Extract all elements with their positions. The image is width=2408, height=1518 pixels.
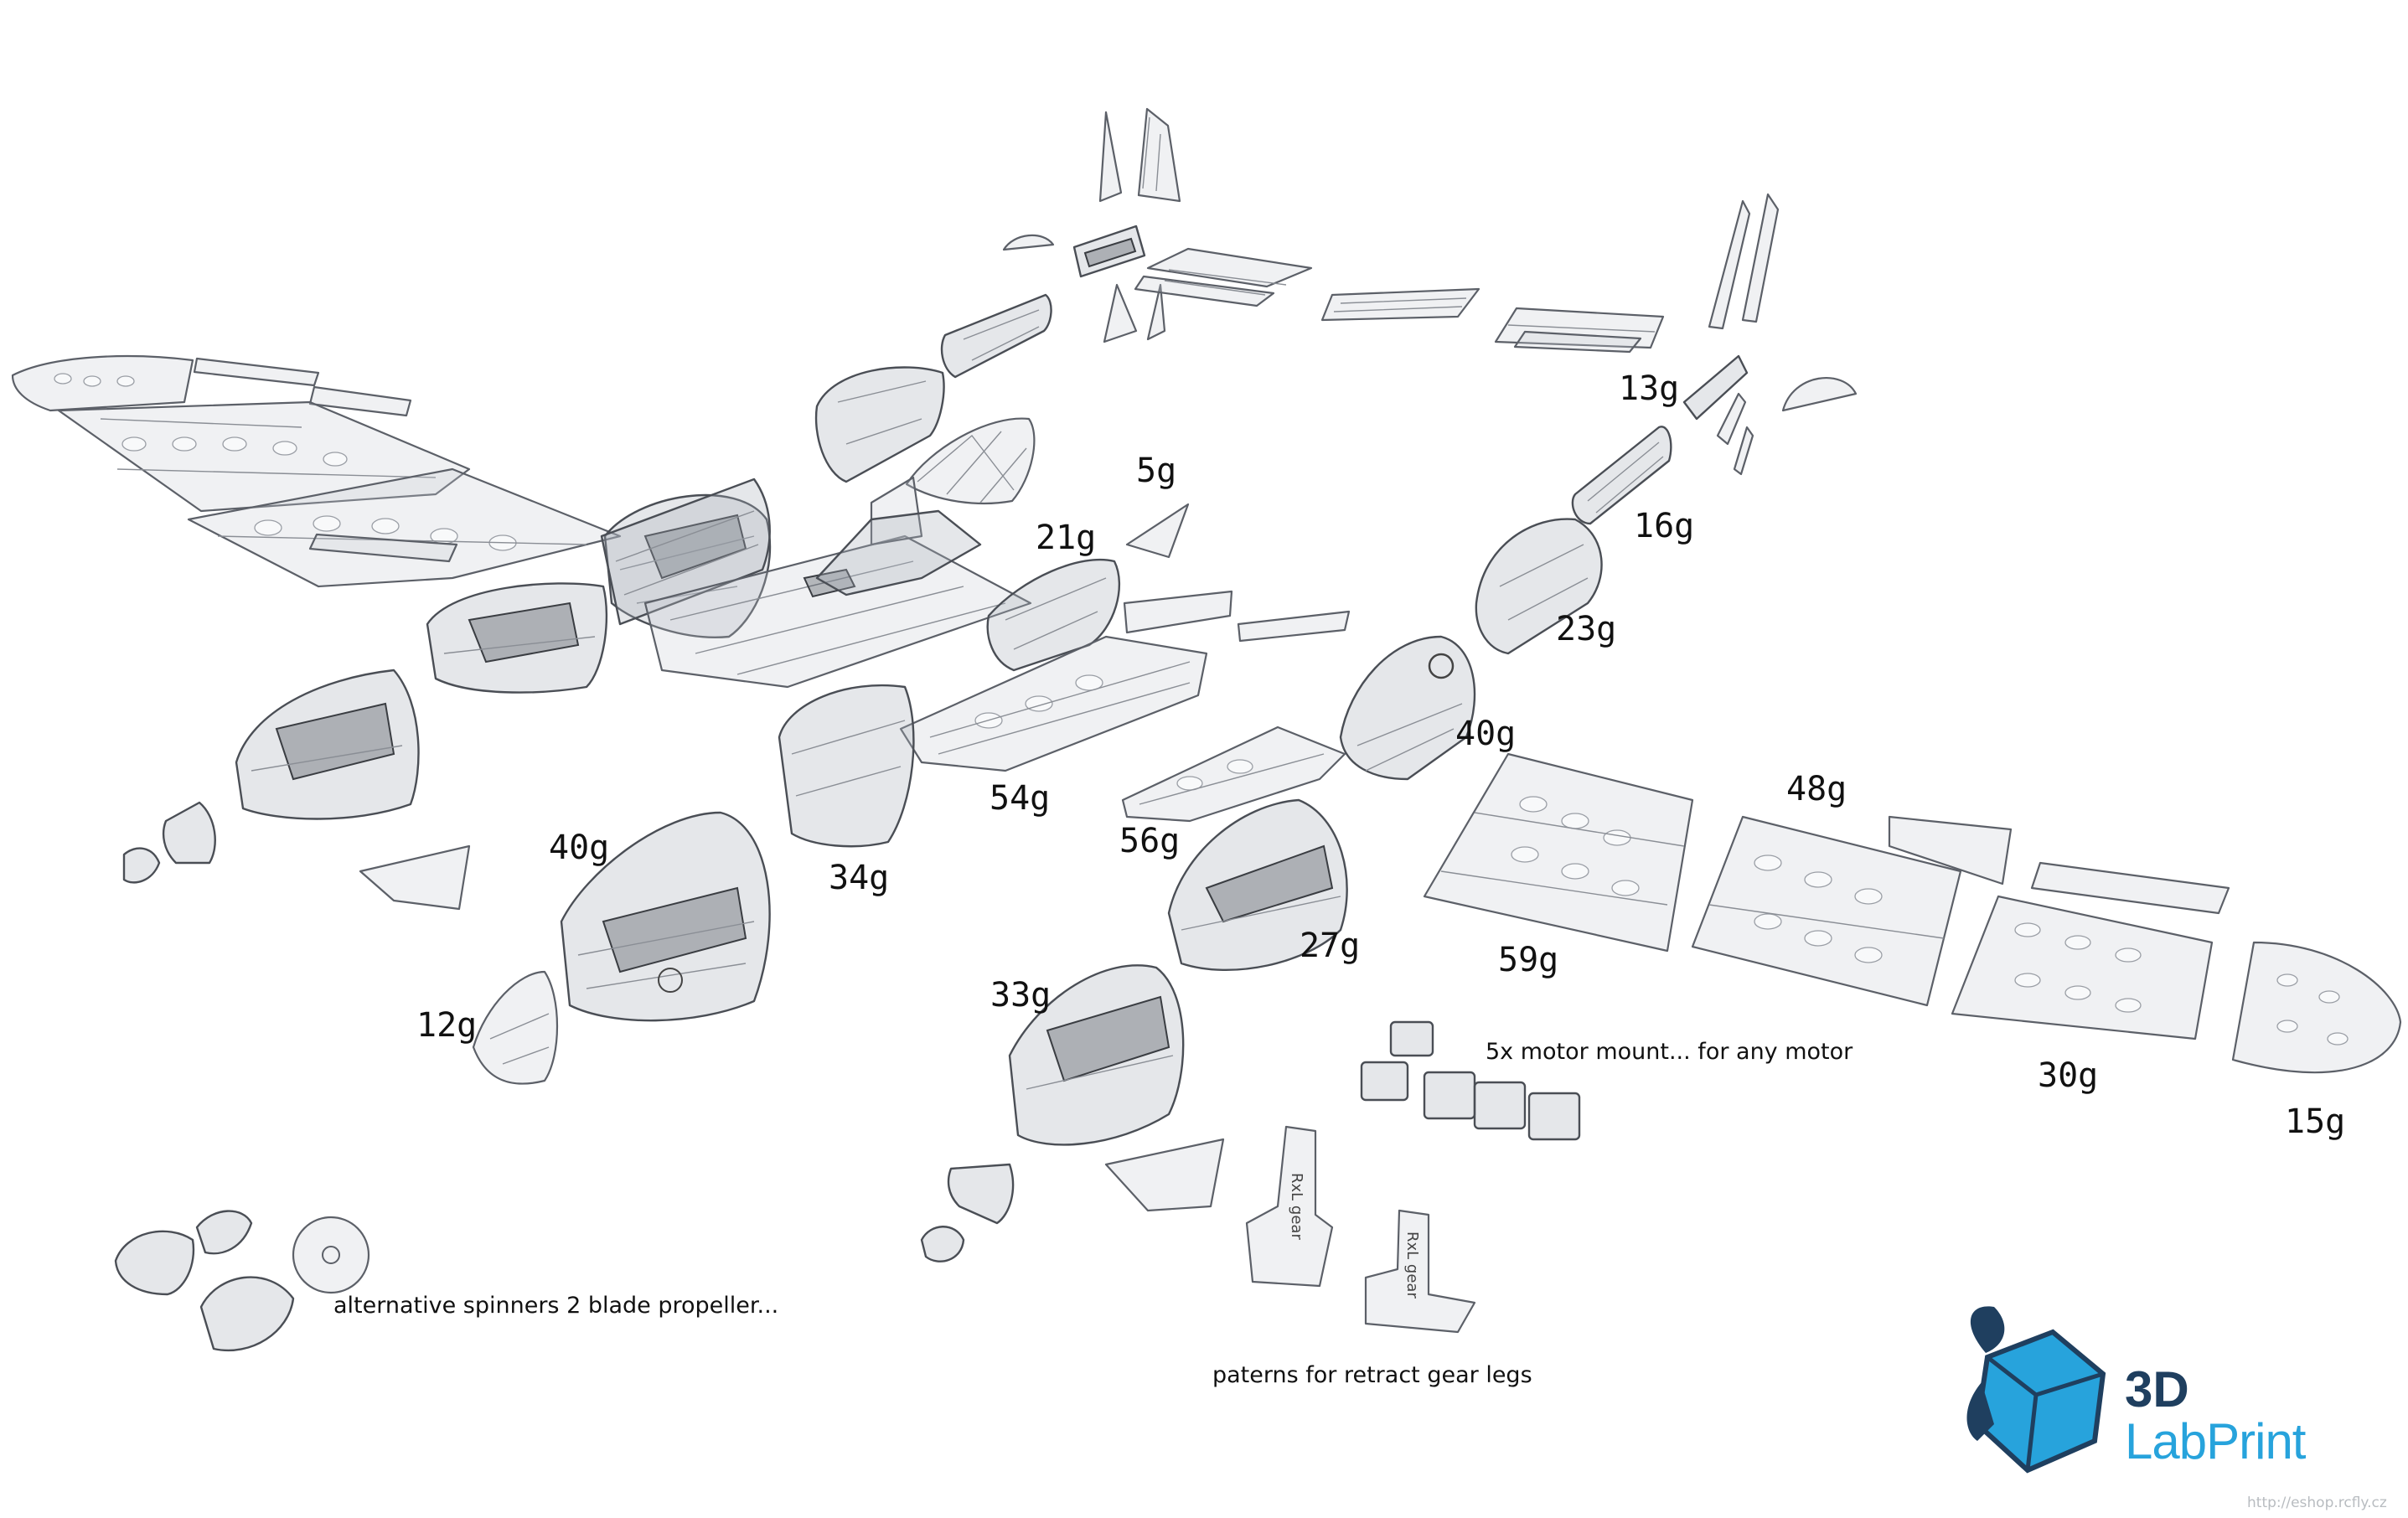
left-nacelle-front [235, 669, 420, 820]
left-spinner-12g [472, 970, 559, 1085]
svg-text:RxL gear: RxL gear [1403, 1231, 1421, 1299]
right-inner-wing-59g [1423, 752, 1694, 953]
gear-leg-pattern-right: RxL gear [1364, 1209, 1476, 1334]
right-nacelle-40g [1339, 635, 1476, 781]
left-aileron-pieces [193, 357, 412, 417]
weight-label-59g: 59g [1498, 941, 1559, 979]
watermark-url: http://eshop.rcfly.cz [2247, 1495, 2387, 1511]
motor-mounts [1360, 1020, 1581, 1141]
weight-label-48g: 48g [1786, 770, 1847, 808]
caption-alternative-spinners: alternative spinners 2 blade propeller..… [333, 1293, 779, 1319]
right-spinner [920, 1163, 1015, 1262]
weight-label-54g: 54g [990, 779, 1051, 818]
left-mid-wing-panel [187, 467, 622, 588]
horizontal-stab-right-parts [1320, 287, 1665, 354]
weight-label-56g: 56g [1119, 822, 1181, 860]
left-fuselage-mid [600, 478, 771, 626]
weight-label-15g: 15g [2285, 1102, 2346, 1141]
dorsal-piece-5g [1125, 503, 1190, 559]
left-fuselage-rear-section [814, 366, 945, 483]
weight-label-16g: 16g [1634, 507, 1695, 545]
svg-text:RxL gear: RxL gear [1288, 1173, 1305, 1240]
vertical-fin-left-pair [1098, 107, 1181, 203]
left-inner-fuselage-canopy [815, 476, 982, 596]
center-fuselage-34g [778, 684, 915, 848]
weight-label-5g: 5g [1136, 452, 1177, 490]
left-tail-boom [940, 293, 1052, 379]
right-nacelle-27g [1167, 798, 1348, 972]
horizontal-stab-center [1134, 247, 1313, 307]
weight-label-21g: 21g [1036, 519, 1097, 557]
weight-label-40g-left: 40g [549, 829, 610, 867]
left-nacelle-mid [426, 582, 608, 694]
small-fairing-tail-right [1781, 376, 1858, 412]
weight-label-34g: 34g [829, 859, 890, 897]
right-tail-boom [1571, 426, 1672, 525]
logo-text-labprint: LabPrint [2125, 1413, 2306, 1469]
left-nacelle-40g [560, 811, 771, 1022]
left-wing-tip [11, 355, 194, 412]
right-fuselage-rear-section [1475, 518, 1603, 655]
right-nacelle-hatch [1104, 1138, 1225, 1212]
left-nacelle-hatch [359, 844, 471, 911]
logo-text-3d: 3D [2125, 1361, 2189, 1417]
center-wing-56g [1121, 725, 1346, 823]
vertical-fin-right-pair [1708, 193, 1780, 330]
weight-label-23g: 23g [1556, 610, 1617, 648]
canopy-frame [905, 417, 1036, 505]
center-wing-inner-flap [1123, 590, 1351, 643]
tail-fin-mid-left [1103, 283, 1166, 343]
weight-label-33g: 33g [990, 976, 1052, 1015]
left-flap-piece [308, 533, 458, 563]
left-spinner-outer [122, 801, 216, 884]
left-center-wing-section [643, 534, 1032, 689]
right-aileron-pieces [1888, 815, 2230, 915]
center-wing-root-21g [986, 558, 1121, 672]
left-nacelle-rear [603, 493, 772, 638]
center-wing-54g [899, 635, 1208, 772]
right-mid-wing-48g [1691, 815, 1962, 1007]
left-outer-wing-panel [57, 400, 471, 513]
weight-label-30g: 30g [2038, 1056, 2099, 1095]
right-wing-tip-15g [2231, 941, 2402, 1074]
weight-label-12g: 12g [416, 1006, 478, 1045]
gear-leg-pattern-left: RxL gear [1245, 1125, 1334, 1288]
small-fairing-tail-left [1002, 234, 1055, 251]
weight-label-40g-right: 40g [1455, 715, 1517, 753]
right-nacelle-33g [1008, 964, 1185, 1146]
3d-labprint-logo-icon [1966, 1306, 2106, 1474]
weight-label-13g: 13g [1619, 369, 1680, 408]
tail-fuselage-rear-left [1072, 225, 1146, 278]
caption-retract-gear-legs: paterns for retract gear legs [1212, 1362, 1532, 1388]
weight-label-27g: 27g [1300, 927, 1361, 965]
tail-fuselage-rear-right [1682, 354, 1754, 476]
right-outer-wing-30g [1951, 895, 2214, 1040]
alternative-spinners [114, 1210, 370, 1352]
caption-motor-mount: 5x motor mount... for any motor [1486, 1039, 1853, 1065]
